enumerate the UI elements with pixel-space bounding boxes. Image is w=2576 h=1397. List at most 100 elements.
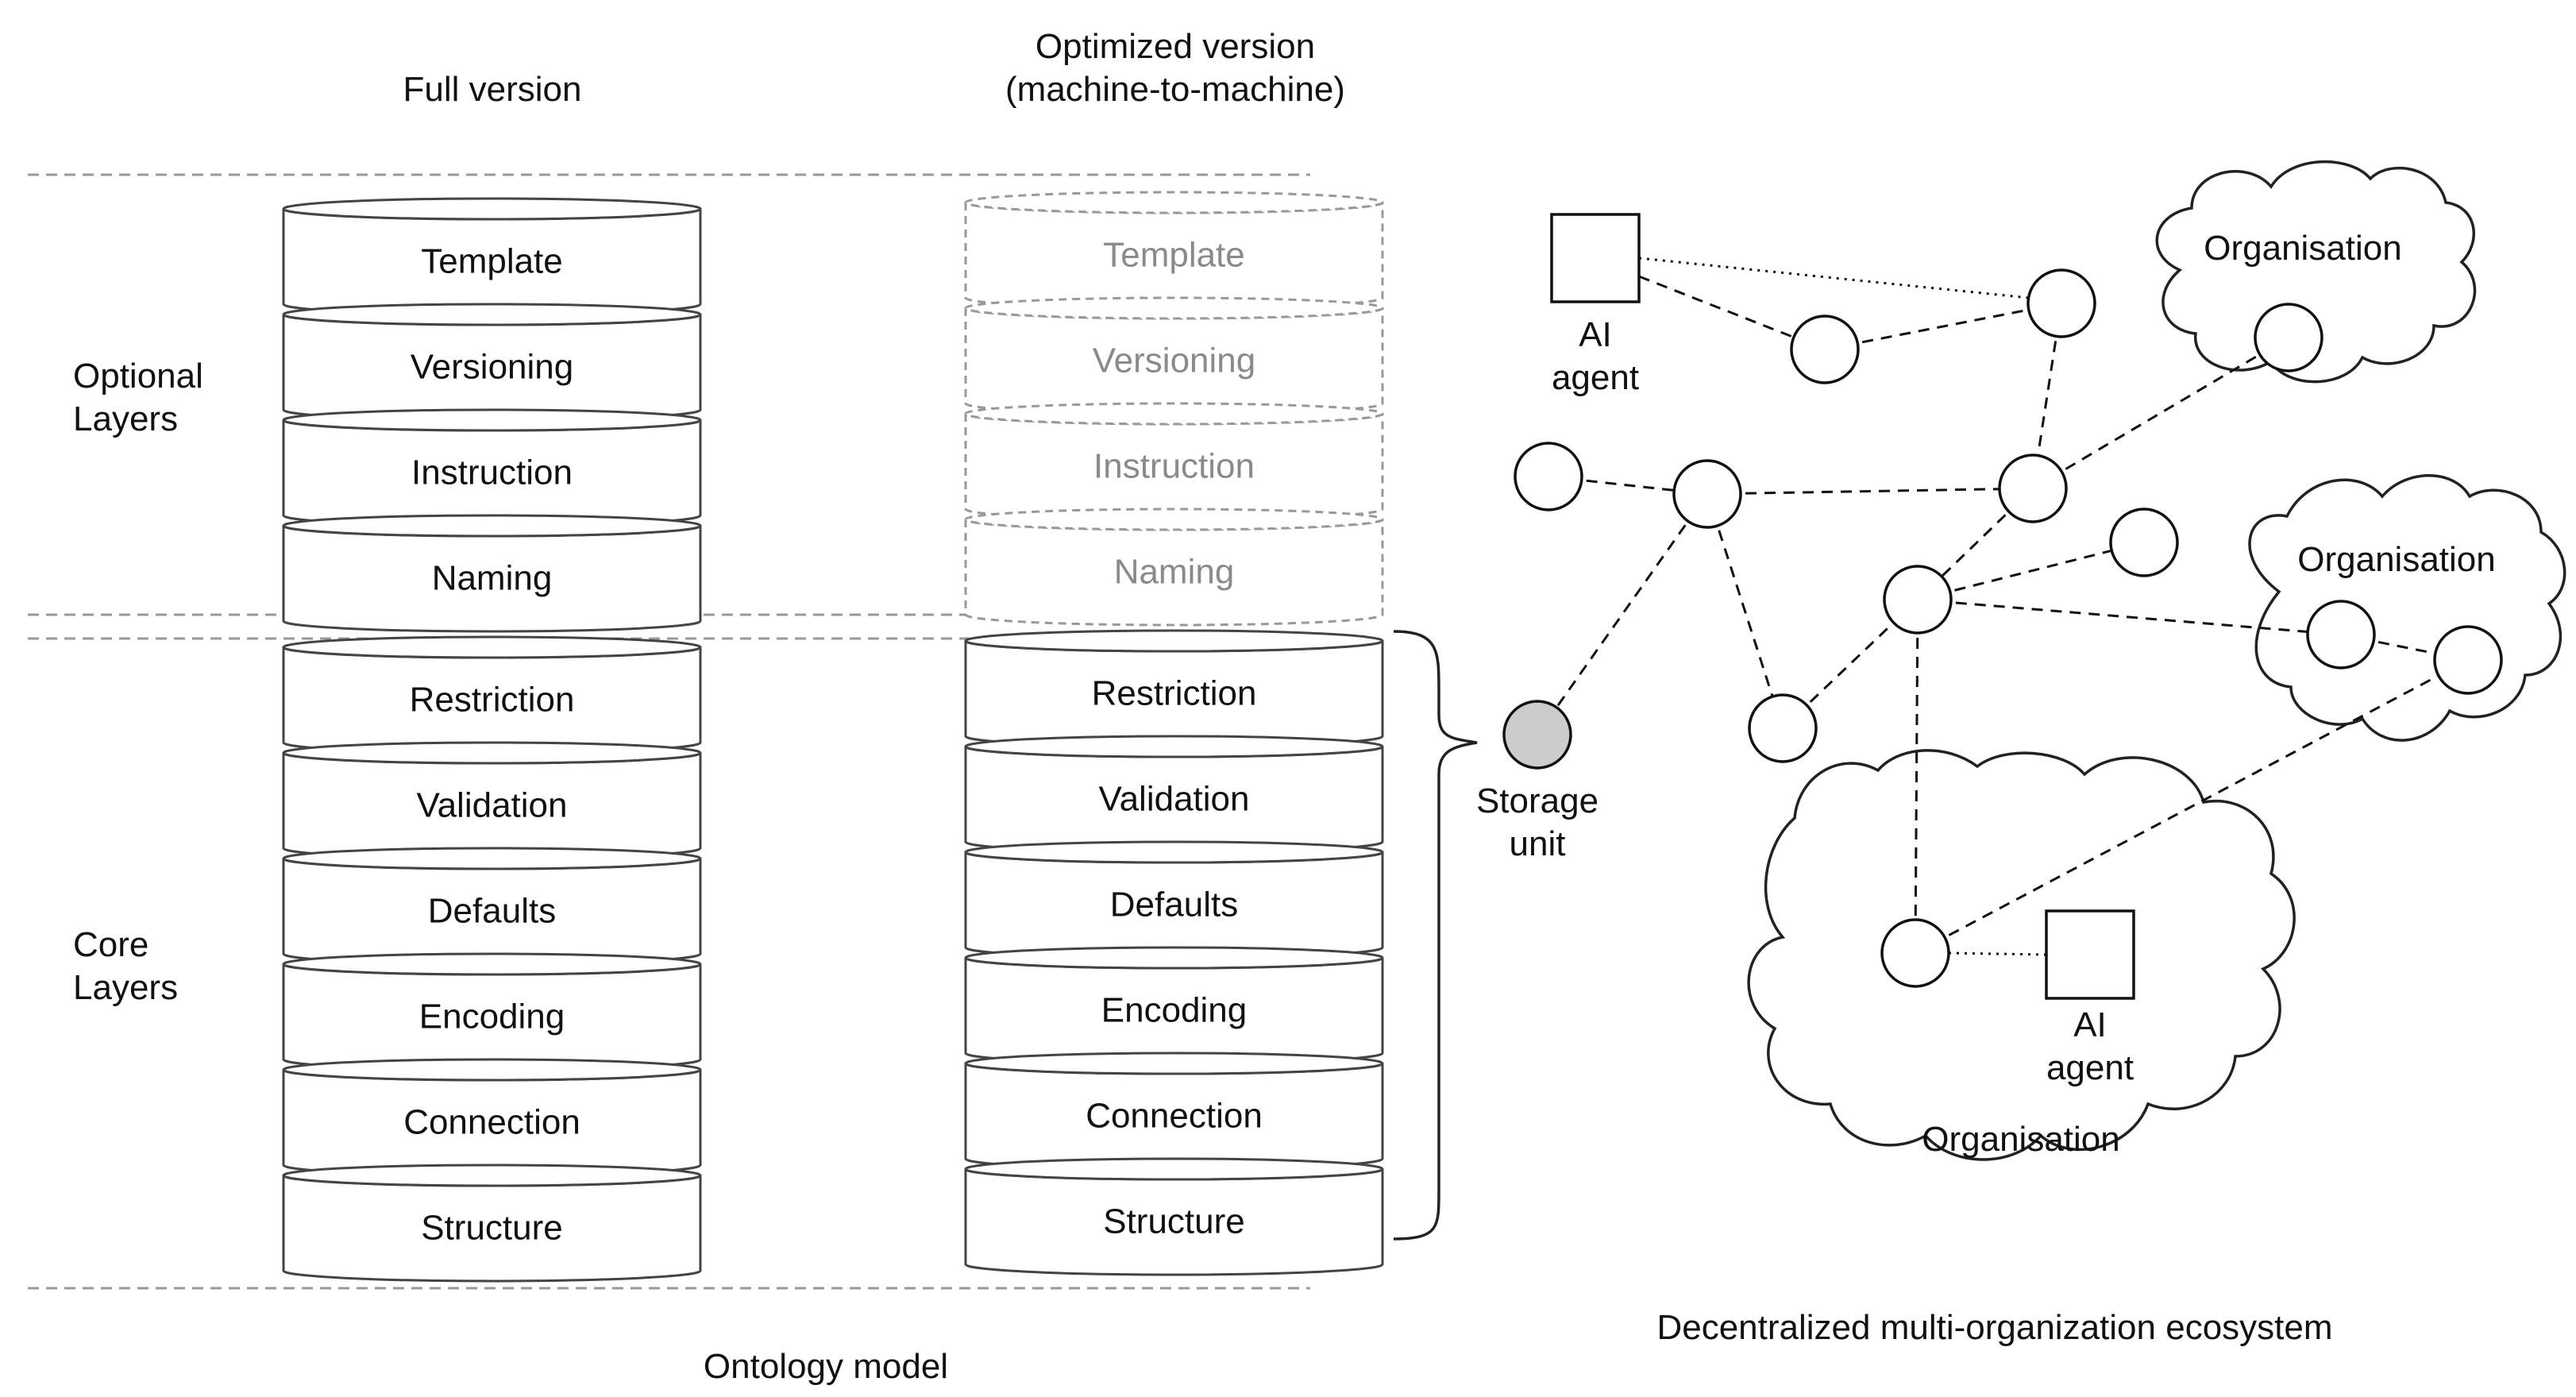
layer-label-structure: Structure <box>421 1209 563 1248</box>
core-layers-brace <box>1393 630 1478 1241</box>
layer-label-naming: Naming <box>432 559 553 598</box>
layer-structure: Structure <box>964 1157 1384 1276</box>
organisation-cloud-middle <box>2248 474 2566 742</box>
ai-agent-top-label-line1: AI <box>1579 315 1612 354</box>
edge-agent-n1 <box>1638 275 1826 351</box>
layer-versioning: Versioning <box>282 303 702 422</box>
layer-label-validation: Validation <box>1099 780 1250 819</box>
layer-restriction: Restriction <box>964 629 1384 748</box>
organisation-cloud-top <box>2155 160 2477 384</box>
layer-validation: Validation <box>964 735 1384 854</box>
layer-label-template: Template <box>1103 236 1245 275</box>
layer-cylinder-top <box>964 629 1384 653</box>
layer-label-encoding: Encoding <box>1101 991 1247 1030</box>
core-layers-label-line2: Layers <box>73 968 178 1007</box>
core-layers-label-line1: Core <box>73 925 148 964</box>
layer-cylinder-top <box>282 514 702 538</box>
layer-label-validation: Validation <box>417 786 568 825</box>
optional-layers-label-line2: Layers <box>73 399 178 438</box>
agent-top-link <box>1638 257 2030 299</box>
network-nodes <box>1514 268 2503 988</box>
storage-unit-label-line2: unit <box>1510 824 1566 863</box>
layer-cylinder-top <box>964 735 1384 758</box>
layer-restriction: Restriction <box>282 635 702 754</box>
layer-naming: Naming <box>282 514 702 633</box>
edge-n4-n6 <box>1706 493 1784 729</box>
layer-cylinder-top <box>964 840 1384 864</box>
ai-agent-bottom-label-line1: AI <box>2073 1005 2107 1044</box>
edge-n7-n8 <box>1917 541 2145 601</box>
network-node <box>1748 693 1818 763</box>
edge-n4-storage <box>1536 493 1709 735</box>
layer-encoding: Encoding <box>282 952 702 1071</box>
network-node <box>1883 565 1953 635</box>
edge-n7-org-bottom <box>1914 599 1919 954</box>
storage-unit-label-line1: Storage <box>1476 781 1598 820</box>
layer-cylinder-top <box>282 1058 702 1082</box>
network-node <box>2433 625 2503 695</box>
layer-connection: Connection <box>282 1058 702 1177</box>
ai-agent-bottom-label-line2: agent <box>2046 1048 2134 1087</box>
layer-cylinder-top <box>282 197 702 221</box>
ai-agent-top-label-line2: agent <box>1552 358 1639 397</box>
optimized-core-stack: RestrictionValidationDefaultsEncodingCon… <box>964 629 1384 1276</box>
full-core-stack: RestrictionValidationDefaultsEncodingCon… <box>282 635 702 1283</box>
edge-n7-org-mid-a <box>1917 598 2342 636</box>
layer-structure: Structure <box>282 1164 702 1283</box>
optional-layers-label-line1: Optional <box>73 357 203 396</box>
layer-naming-optimized-ghost: Naming <box>964 507 1384 627</box>
agent-bottom-link <box>1948 951 2047 956</box>
layer-cylinder-top <box>282 635 702 659</box>
storage-unit-node <box>1502 700 1572 770</box>
layer-label-structure: Structure <box>1103 1202 1245 1241</box>
network-node <box>2254 303 2323 372</box>
layer-label-template: Template <box>421 242 563 281</box>
layer-cylinder-top <box>964 1052 1384 1075</box>
organisation-label-middle: Organisation <box>2297 540 2495 579</box>
layer-label-defaults: Defaults <box>1110 886 1238 924</box>
layer-label-versioning: Versioning <box>1093 342 1255 380</box>
layer-label-versioning: Versioning <box>411 348 573 387</box>
network-node <box>1672 459 1742 529</box>
layer-cylinder-top <box>964 402 1384 426</box>
layer-label-instruction: Instruction <box>411 453 573 492</box>
layer-validation: Validation <box>282 741 702 860</box>
organisation-label-top: Organisation <box>2204 229 2401 268</box>
layer-cylinder-top <box>282 1164 702 1187</box>
ai-agent-square-top <box>1550 213 1641 303</box>
edge-n1-n2 <box>1824 302 2062 351</box>
network-node <box>2306 600 2376 670</box>
ontology-model-caption: Ontology model <box>704 1347 948 1386</box>
layer-label-restriction: Restriction <box>1092 674 1257 713</box>
network-node <box>1514 442 1583 511</box>
layer-cylinder-top <box>282 741 702 765</box>
network-node <box>1998 453 2068 523</box>
layer-label-encoding: Encoding <box>419 998 565 1036</box>
edge-n5-org-top <box>2032 336 2289 490</box>
layer-cylinder-top <box>282 952 702 976</box>
network-node <box>1790 315 1860 384</box>
layer-label-connection: Connection <box>1086 1097 1263 1136</box>
edge-n4-n5 <box>1706 487 2034 496</box>
layer-label-connection: Connection <box>403 1103 580 1142</box>
layer-versioning-optimized-ghost: Versioning <box>964 296 1384 415</box>
layer-label-restriction: Restriction <box>410 681 575 720</box>
optimized-version-header: Optimized version <box>1035 27 1315 66</box>
layer-cylinder-top <box>282 847 702 870</box>
layer-instruction-optimized-ghost: Instruction <box>964 402 1384 521</box>
edge-org-bottom-org-mid <box>1915 658 2469 955</box>
ecosystem-caption: Decentralized multi-organization ecosyst… <box>1656 1308 2332 1347</box>
layer-label-naming: Naming <box>1114 553 1235 592</box>
layer-template-optimized-ghost: Template <box>964 191 1384 310</box>
layer-cylinder-top <box>282 303 702 326</box>
layer-template: Template <box>282 197 702 316</box>
layer-encoding: Encoding <box>964 946 1384 1065</box>
layer-instruction: Instruction <box>282 408 702 527</box>
network-node <box>1880 918 1950 988</box>
layer-cylinder-top <box>964 296 1384 320</box>
layer-cylinder-top <box>964 507 1384 531</box>
agent-links <box>1638 257 2047 956</box>
network-node <box>2109 507 2179 577</box>
